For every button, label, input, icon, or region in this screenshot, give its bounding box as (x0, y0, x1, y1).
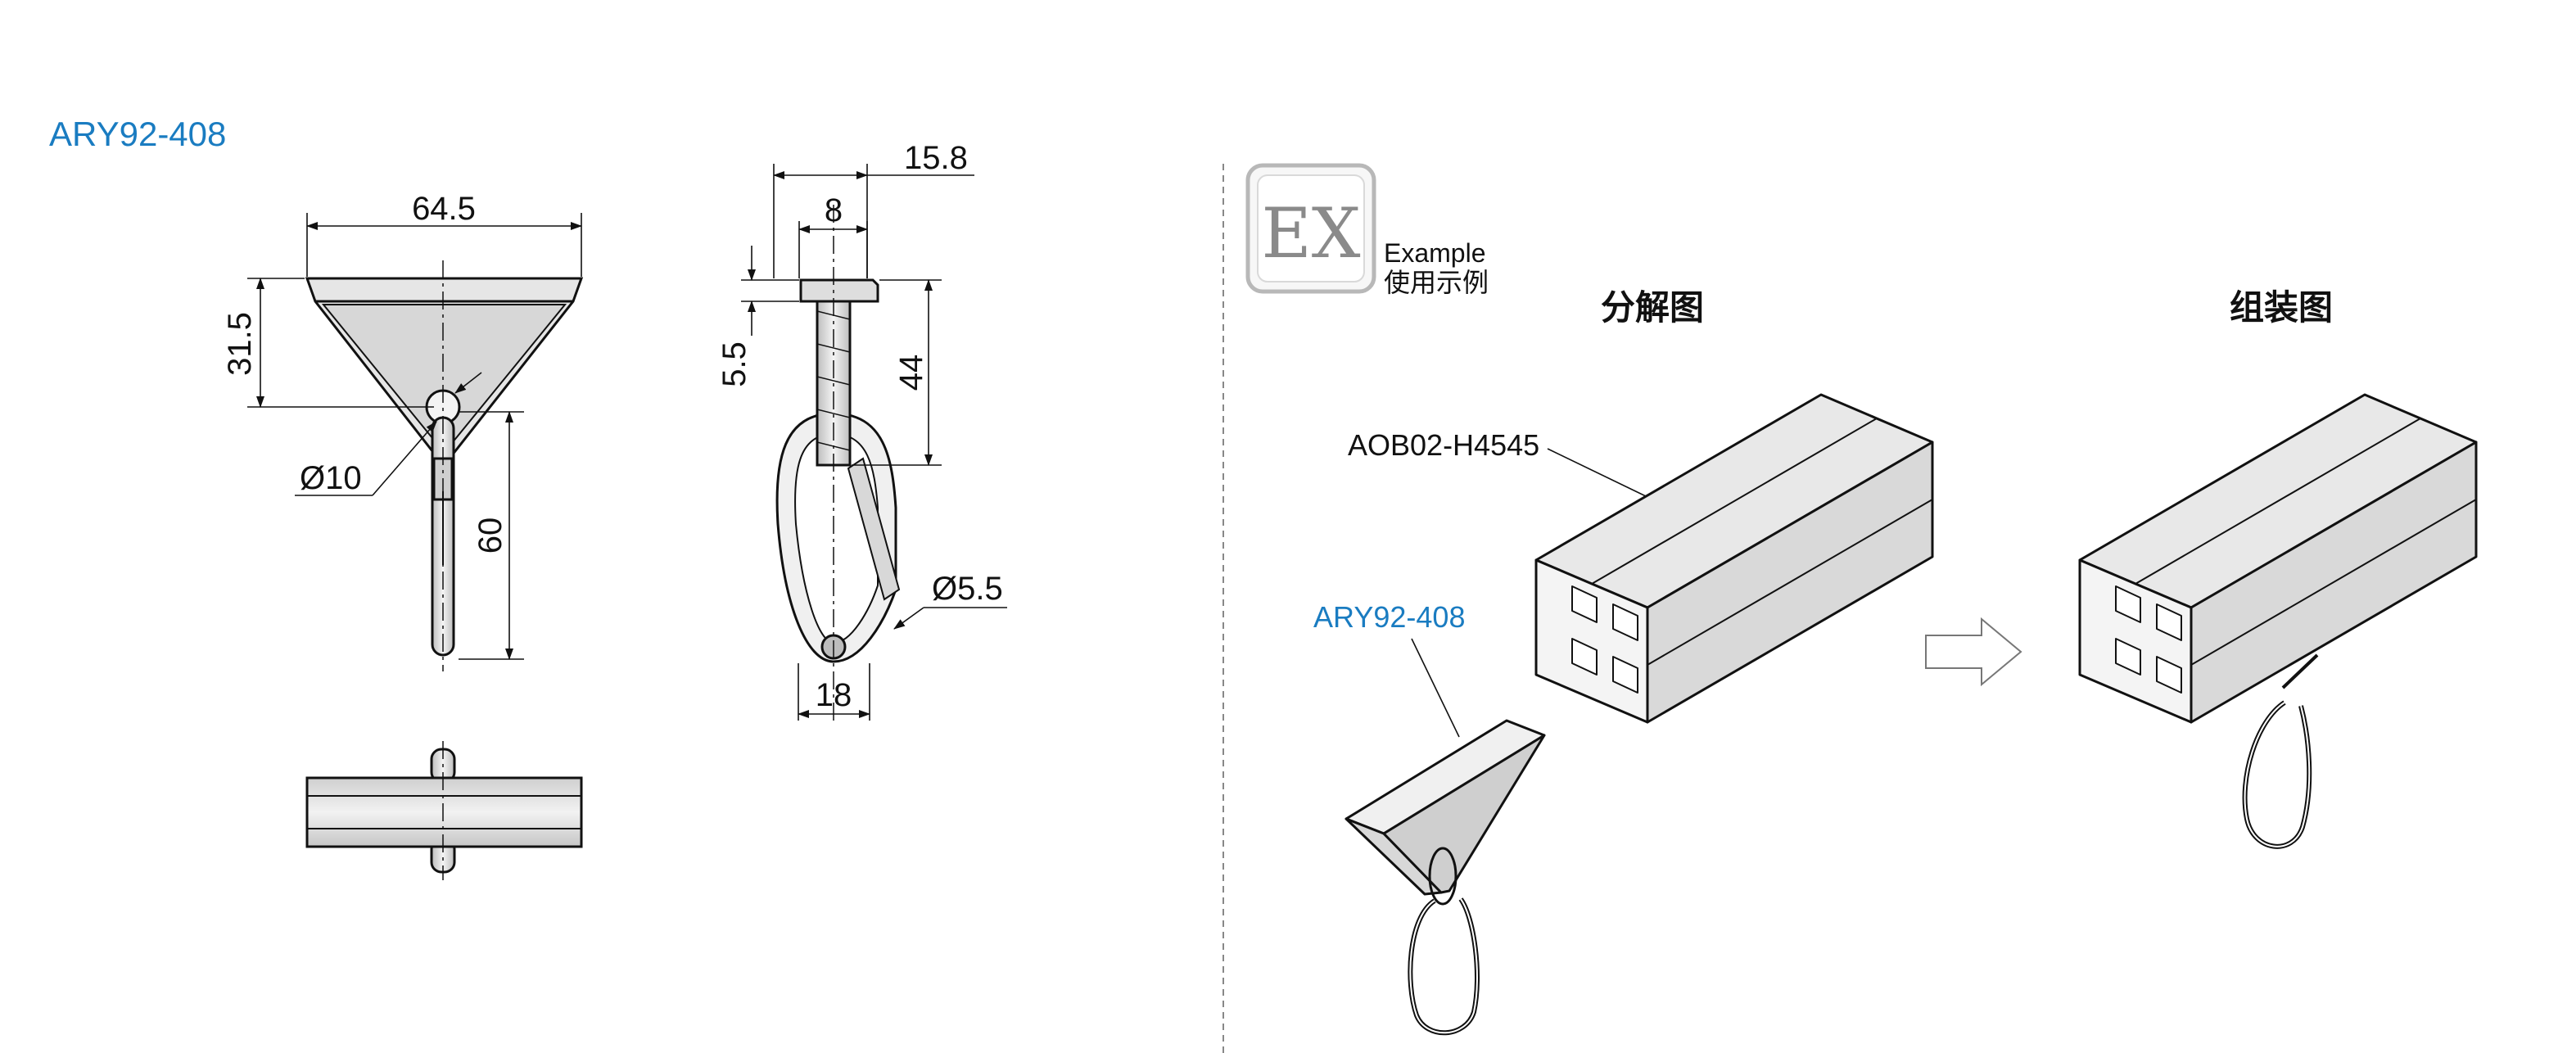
svg-text:EX: EX (1261, 193, 1360, 273)
assembled-view-title: 组装图 (2230, 287, 2333, 328)
ex-badge: EX (1245, 163, 1376, 294)
aluminium-profile-exploded (1534, 393, 1934, 724)
dim-side-head-width: 8 (825, 192, 843, 228)
front-view (305, 260, 584, 671)
example-label-cn: 使用示例 (1384, 268, 1489, 297)
dim-shank-length: 44 (893, 355, 929, 391)
aluminium-profile-assembled (2078, 393, 2478, 724)
dim-head-thickness: 5.5 (716, 341, 752, 387)
example-part-code: ARY92-408 (1313, 600, 1465, 634)
bottom-view (305, 741, 583, 880)
example-label-en: Example (1384, 238, 1486, 268)
profile-code-label: AOB02-H4545 (1348, 428, 1539, 462)
part-leader-line (1411, 638, 1460, 738)
exploded-view-title: 分解图 (1601, 287, 1704, 328)
dim-wire-dia: Ø5.5 (932, 571, 1003, 607)
bracket-bottom-bar (305, 776, 583, 848)
side-dimension-lines (741, 164, 1007, 721)
dim-ring-dia: Ø10 (300, 460, 362, 496)
dim-height: 31.5 (222, 312, 258, 376)
dim-top-width: 64.5 (412, 191, 476, 227)
front-dimension-lines (247, 213, 582, 660)
bolt-head (799, 278, 879, 303)
hook-assembled (2242, 653, 2319, 849)
bracket-exploded (1344, 719, 1546, 1036)
dim-hook-length: 60 (472, 517, 508, 554)
side-view (775, 205, 901, 721)
assembly-arrow (1925, 617, 2022, 687)
profile-leader-line (1547, 448, 1647, 497)
product-code-title: ARY92-408 (49, 115, 227, 153)
dim-side-total-width: 15.8 (904, 140, 968, 176)
dim-hook-width: 18 (816, 677, 852, 713)
